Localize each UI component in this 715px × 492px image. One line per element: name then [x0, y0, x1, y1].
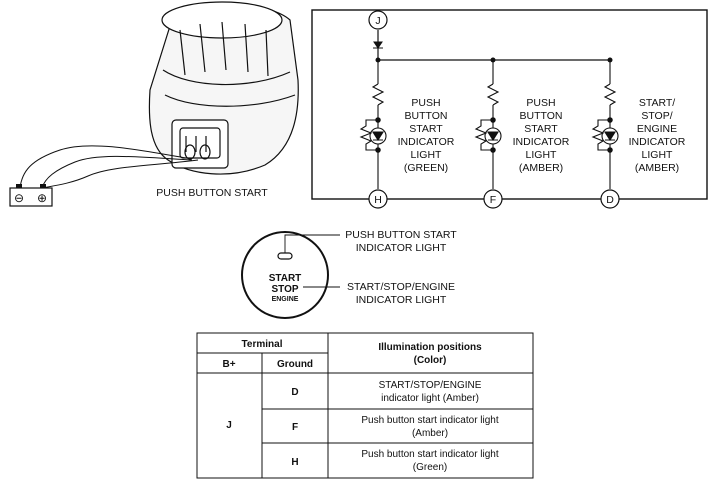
table-bplus-value: J [226, 420, 232, 431]
svg-text:PUSH: PUSH [526, 97, 555, 109]
callout-sse-indicator-1: START/STOP/ENGINE [347, 281, 455, 293]
button-text-stop: STOP [271, 284, 298, 295]
callout-pb-indicator-1: PUSH BUTTON START [345, 229, 457, 241]
branch-label-green: PUSH BUTTON START INDICATOR LIGHT (GREEN… [398, 97, 455, 174]
battery-symbol: ⊖ ⊕ [9, 184, 53, 207]
callout-lines [284, 234, 340, 288]
terminal-h-label: H [374, 194, 382, 206]
table-header-ground: Ground [277, 359, 313, 370]
table-row-illum: Push button start indicator light [361, 449, 499, 460]
battery-negative-icon: ⊖ [14, 191, 24, 205]
terminal-f-label: F [490, 194, 496, 206]
svg-text:(GREEN): (GREEN) [404, 162, 448, 174]
svg-text:START: START [524, 123, 558, 135]
battery-leads [19, 145, 199, 189]
svg-text:PUSH: PUSH [411, 97, 440, 109]
terminal-j: J [368, 10, 388, 60]
table-row-ground: F [292, 422, 298, 433]
push-button-start-illustration [148, 1, 299, 175]
button-text-start: START [269, 273, 302, 284]
button-face: START STOP ENGINE [241, 231, 329, 319]
button-text-engine: ENGINE [272, 296, 299, 303]
push-button-start-label: PUSH BUTTON START [156, 187, 268, 199]
terminal-d: D [600, 189, 620, 209]
terminal-h: H [368, 189, 388, 209]
svg-text:INDICATOR: INDICATOR [398, 136, 455, 148]
diode-icon [373, 41, 383, 49]
table-row-illum: indicator light (Amber) [381, 393, 479, 404]
terminal-j-label: J [375, 15, 380, 27]
table-header-bplus: B+ [222, 359, 235, 370]
svg-text:ENGINE: ENGINE [637, 123, 677, 135]
svg-text:(AMBER): (AMBER) [635, 162, 679, 174]
table-row-illum: START/STOP/ENGINE [379, 380, 482, 391]
table-row-ground: D [291, 387, 298, 398]
svg-text:START/: START/ [639, 97, 675, 109]
svg-text:BUTTON: BUTTON [520, 110, 563, 122]
svg-text:LIGHT: LIGHT [526, 149, 558, 161]
table-row-illum: (Amber) [412, 428, 448, 439]
indicator-light-icon [277, 252, 293, 260]
branch-h [359, 60, 387, 189]
callout-sse-indicator-2: INDICATOR LIGHT [356, 294, 447, 306]
table-header-illum-2: (Color) [414, 355, 447, 366]
branch-label-engine: START/ STOP/ ENGINE INDICATOR LIGHT (AMB… [629, 97, 686, 174]
svg-text:STOP/: STOP/ [641, 110, 672, 122]
terminal-f: F [483, 189, 503, 209]
svg-text:BUTTON: BUTTON [405, 110, 448, 122]
table-row-illum: (Green) [413, 462, 447, 473]
svg-text:LIGHT: LIGHT [642, 149, 674, 161]
svg-text:LIGHT: LIGHT [411, 149, 443, 161]
table-header-terminal: Terminal [242, 339, 283, 350]
svg-text:INDICATOR: INDICATOR [513, 136, 570, 148]
table-header-illum-1: Illumination positions [378, 342, 482, 353]
branch-d [591, 60, 619, 189]
branch-label-amber: PUSH BUTTON START INDICATOR LIGHT (AMBER… [513, 97, 570, 174]
svg-text:START: START [409, 123, 443, 135]
svg-text:INDICATOR: INDICATOR [629, 136, 686, 148]
branch-f [474, 60, 502, 189]
illumination-table [196, 332, 534, 479]
callout-pb-indicator-2: INDICATOR LIGHT [356, 242, 447, 254]
schematic-frame [311, 9, 708, 200]
terminal-d-label: D [606, 194, 614, 206]
battery-positive-icon: ⊕ [37, 191, 47, 205]
svg-text:(AMBER): (AMBER) [519, 162, 563, 174]
table-row-illum: Push button start indicator light [361, 415, 499, 426]
table-row-ground: H [291, 457, 298, 468]
